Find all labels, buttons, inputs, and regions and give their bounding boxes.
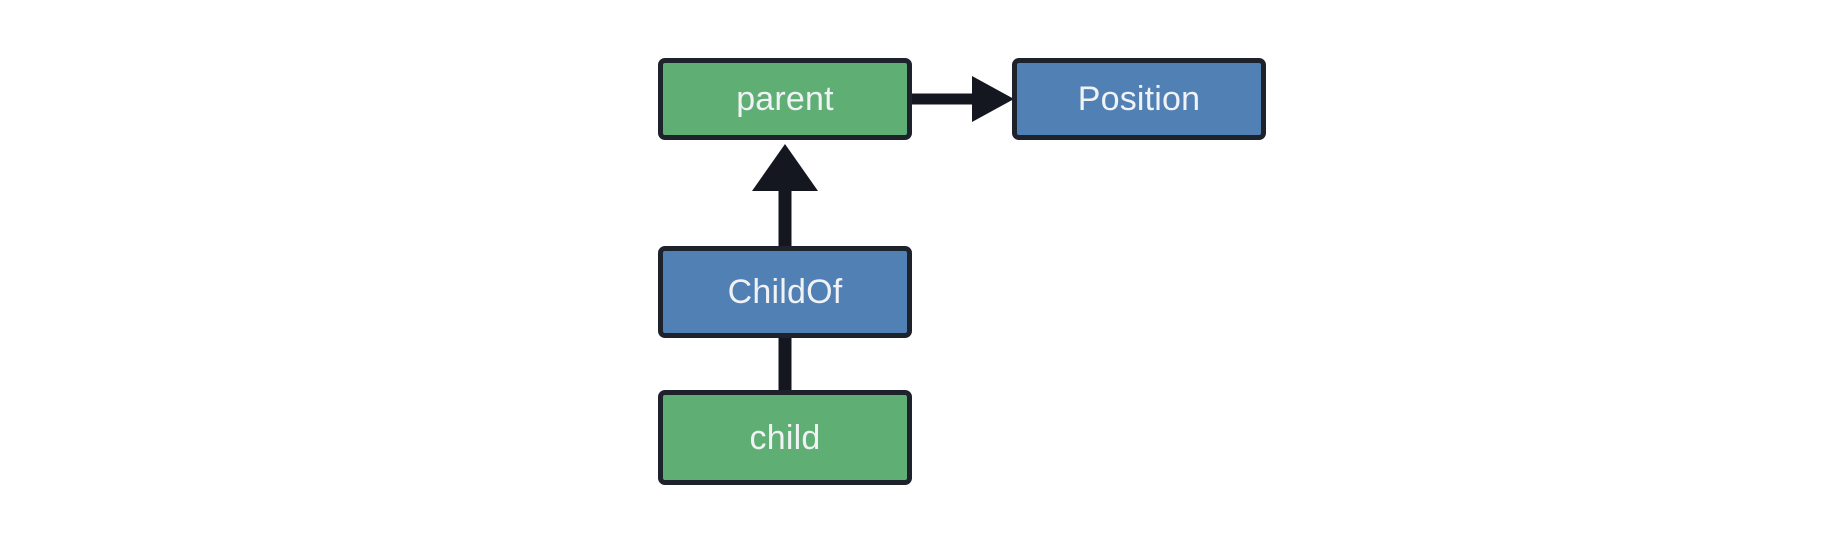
- node-parent[interactable]: parent: [658, 58, 912, 140]
- node-parent-label: parent: [736, 80, 834, 118]
- node-child[interactable]: child: [658, 390, 912, 485]
- node-childof[interactable]: ChildOf: [658, 246, 912, 338]
- edge-parent-to-position: [912, 76, 1014, 122]
- node-childof-label: ChildOf: [727, 273, 843, 311]
- node-position[interactable]: Position: [1012, 58, 1266, 140]
- node-child-label: child: [749, 418, 821, 457]
- edge-childof-to-parent: [752, 144, 818, 246]
- node-position-label: Position: [1077, 80, 1201, 118]
